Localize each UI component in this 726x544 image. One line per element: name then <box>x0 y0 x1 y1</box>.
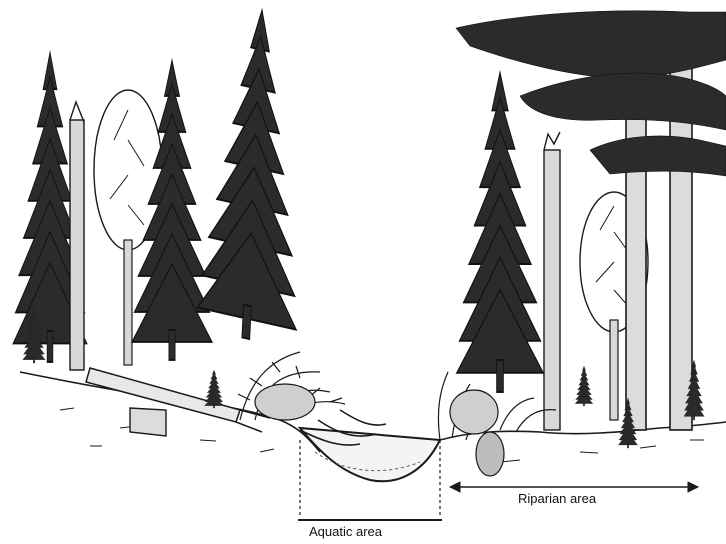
aquatic-area-label: Aquatic area <box>309 524 382 539</box>
left-bank-shrubs <box>238 352 345 420</box>
right-forest <box>456 11 726 448</box>
stump-left <box>130 408 166 436</box>
fallen-log <box>86 368 270 432</box>
riparian-area-label: Riparian area <box>518 491 596 506</box>
left-forest <box>13 0 311 408</box>
